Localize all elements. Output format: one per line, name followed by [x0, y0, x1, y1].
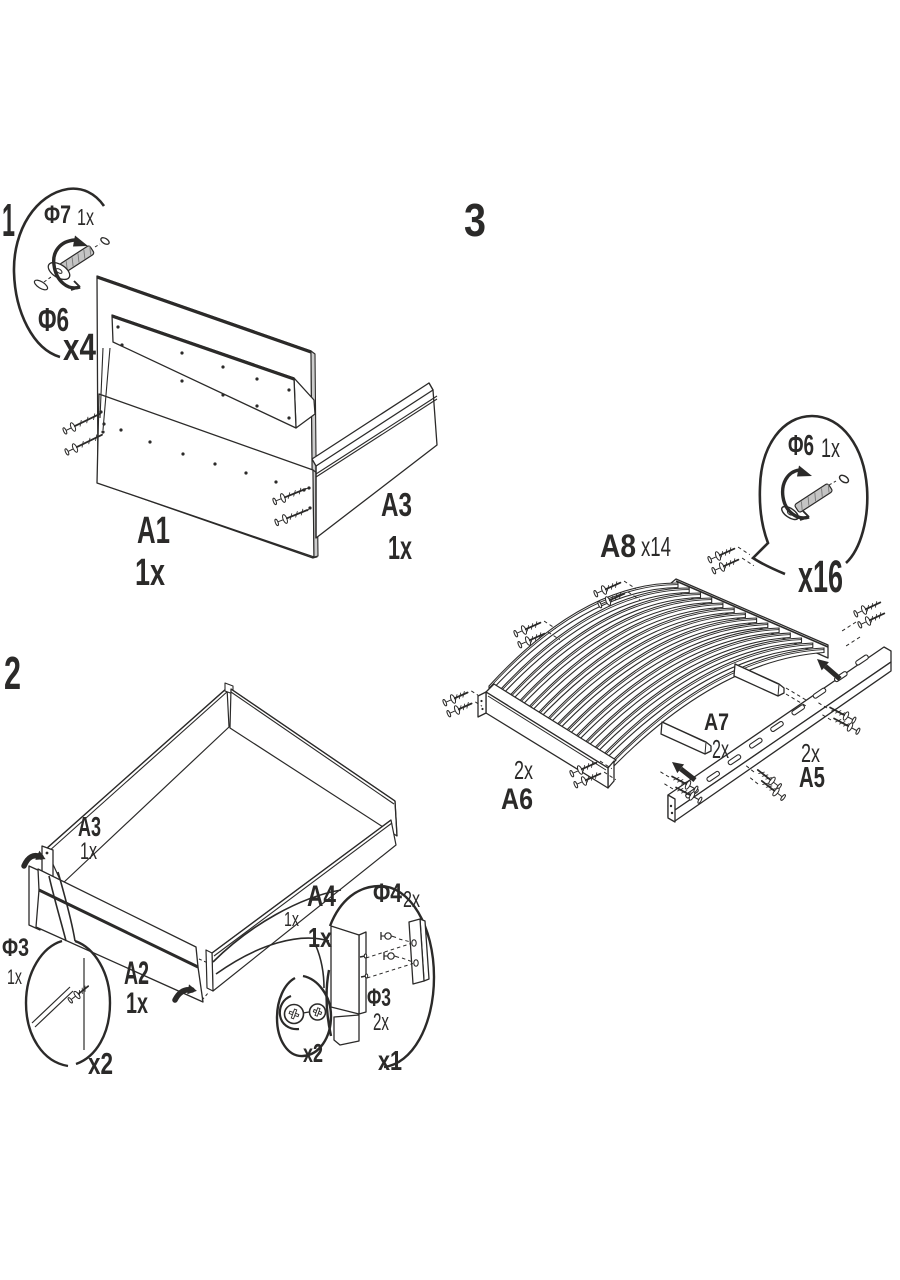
svg-text:1x: 1x [77, 204, 94, 230]
svg-text:A3: A3 [78, 811, 101, 842]
svg-text:Φ7: Φ7 [44, 201, 71, 229]
svg-text:Φ4: Φ4 [373, 878, 402, 908]
svg-text:1x: 1x [308, 922, 332, 953]
svg-text:A5: A5 [799, 762, 825, 794]
svg-text:1x: 1x [135, 552, 165, 594]
svg-text:A8: A8 [600, 528, 636, 564]
svg-text:1: 1 [2, 194, 15, 246]
svg-text:1x: 1x [284, 909, 299, 931]
svg-text:x2: x2 [88, 1046, 113, 1081]
svg-text:Φ3: Φ3 [2, 934, 29, 962]
svg-text:1x: 1x [388, 529, 412, 566]
svg-text:A1: A1 [137, 510, 170, 552]
svg-text:1x: 1x [80, 838, 97, 865]
svg-text:2x: 2x [373, 1009, 389, 1036]
svg-text:1x: 1x [7, 966, 22, 989]
svg-text:x16: x16 [798, 551, 843, 602]
svg-text:1x: 1x [821, 433, 840, 463]
svg-text:3: 3 [464, 194, 486, 246]
svg-text:A6: A6 [501, 783, 533, 816]
svg-text:A7: A7 [704, 709, 729, 736]
svg-text:x14: x14 [641, 531, 671, 562]
svg-text:x2: x2 [303, 1038, 323, 1068]
svg-text:x1: x1 [378, 1045, 402, 1076]
svg-text:1x: 1x [126, 987, 148, 1020]
svg-text:2x: 2x [403, 886, 420, 912]
svg-text:2x: 2x [801, 738, 820, 768]
svg-text:Φ3: Φ3 [367, 984, 391, 1012]
svg-text:2x: 2x [712, 734, 729, 764]
svg-text:Φ6: Φ6 [788, 430, 814, 462]
svg-text:A2: A2 [124, 955, 149, 991]
svg-text:A3: A3 [381, 486, 412, 523]
svg-text:2: 2 [4, 647, 21, 699]
svg-text:A4: A4 [307, 880, 336, 913]
svg-text:x4: x4 [63, 327, 96, 369]
svg-text:2x: 2x [514, 755, 533, 785]
svg-text:Φ6: Φ6 [38, 301, 69, 338]
